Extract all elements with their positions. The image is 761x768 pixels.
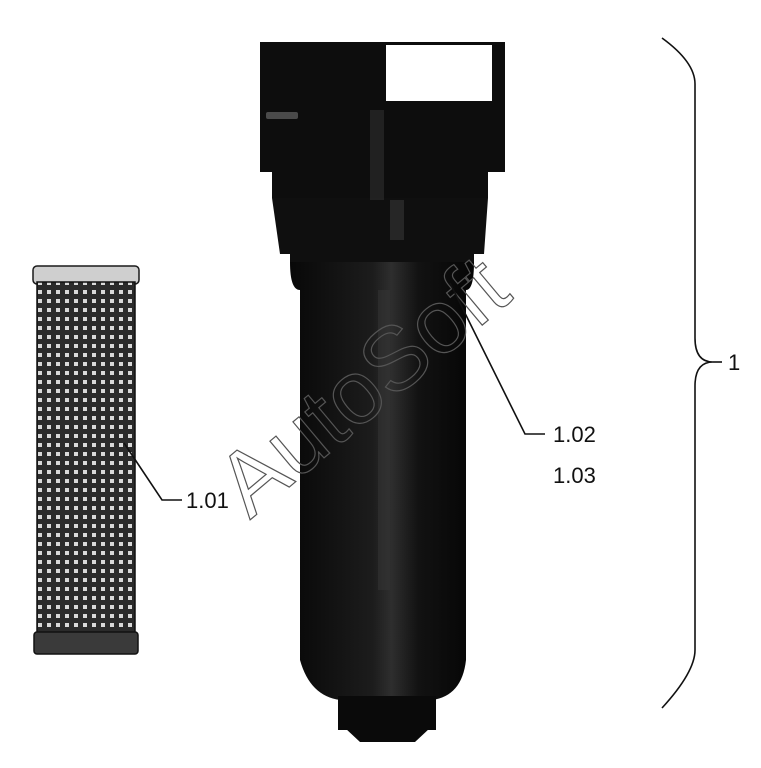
housing-label-plate bbox=[386, 45, 492, 101]
filter-element bbox=[32, 265, 140, 655]
callout-1: 1 bbox=[728, 350, 740, 375]
housing-speckle-2 bbox=[378, 290, 390, 590]
filter-element-mesh bbox=[36, 281, 136, 635]
callout-1-02: 1.02 bbox=[553, 422, 596, 447]
leader-line-1-02 bbox=[449, 282, 545, 435]
housing-speckle-1 bbox=[370, 110, 384, 200]
housing-speckle-3 bbox=[390, 200, 404, 240]
callout-1-03: 1.03 bbox=[553, 463, 596, 488]
housing-drain bbox=[338, 696, 436, 730]
leader-line-1-01 bbox=[123, 442, 182, 501]
assembly-bracket bbox=[661, 37, 714, 709]
filter-element-bottom-cap bbox=[33, 631, 139, 655]
housing-neck bbox=[272, 198, 488, 262]
housing-port bbox=[266, 112, 298, 119]
filter-housing bbox=[260, 42, 505, 742]
callout-1-01: 1.01 bbox=[186, 488, 229, 513]
housing-drain-tip bbox=[345, 728, 430, 742]
